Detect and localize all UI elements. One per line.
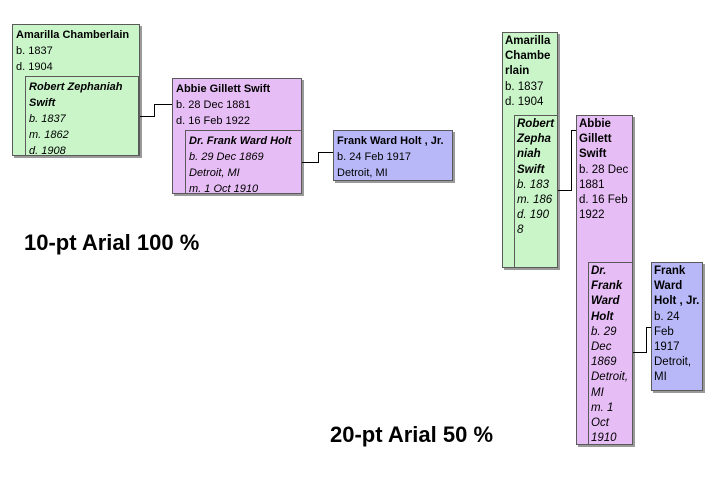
person-box-frank-ward-holt-jr[interactable]: Frank Ward Holt , Jr. b. 24 Feb 1917 Det… <box>333 130 453 181</box>
person-death: d. 1908 <box>29 145 66 156</box>
connector-line <box>154 104 172 105</box>
connector-line <box>571 130 576 131</box>
person-birth: b. 24 Feb 1917 <box>337 151 412 163</box>
person-birth: b. 183 <box>517 178 549 191</box>
connector-line <box>646 327 651 328</box>
person-marriage: m. 186 <box>517 194 553 207</box>
person-death-cont: 8 <box>517 224 524 237</box>
person-death: d. 1904 <box>505 95 544 108</box>
connector-line <box>646 327 647 353</box>
person-box-robert-zephaniah-swift[interactable]: Robert Zephaniah Swift b. 1837 m. 1862 d… <box>25 76 139 156</box>
person-birth: b. 24 Feb 1917 <box>654 310 680 354</box>
connector-line <box>558 190 571 191</box>
person-name: Abbie Gillett Swift <box>579 118 612 161</box>
person-name: Amarilla Chamberlain <box>16 29 130 41</box>
person-name: Abbie Gillett Swift <box>176 83 271 95</box>
person-place: Detroit, MI <box>591 371 629 399</box>
person-name: Frank Ward Holt , Jr. <box>337 135 444 147</box>
connector-line <box>140 116 154 117</box>
caption-wide: 10-pt Arial 100 % <box>24 230 200 255</box>
person-name: Amarilla Chambe rlain <box>505 35 551 78</box>
person-name: Frank Ward Holt , Jr. <box>654 265 700 308</box>
person-birth: b. 28 Dec 1881 <box>176 99 251 111</box>
person-birth: b. 29 Dec 1869 <box>189 151 264 163</box>
person-box-frank-ward-holt[interactable]: Dr. Frank Ward Holt b. 29 Dec 1869 Detro… <box>588 262 633 445</box>
person-birth: b. 1837 <box>505 80 544 93</box>
person-name: Dr. Frank Ward Holt <box>189 135 292 147</box>
person-death: d. 16 Feb 1922 <box>579 194 628 222</box>
connector-line <box>571 130 572 191</box>
person-place: Detroit, MI <box>189 167 240 179</box>
connector-line <box>633 352 646 353</box>
person-death: d. 1904 <box>16 61 53 73</box>
person-place: Detroit, MI <box>654 356 692 384</box>
person-box-frank-ward-holt-jr[interactable]: Frank Ward Holt , Jr. b. 24 Feb 1917 Det… <box>651 262 703 391</box>
person-death: d. 190 <box>517 209 549 222</box>
person-box-frank-ward-holt[interactable]: Dr. Frank Ward Holt b. 29 Dec 1869 Detro… <box>185 130 302 194</box>
connector-line <box>318 152 319 163</box>
caption-narrow: 20-pt Arial 50 % <box>330 422 494 447</box>
connector-line <box>318 152 333 153</box>
person-death: d. 16 Feb 1922 <box>176 115 251 127</box>
connector-line <box>302 162 318 163</box>
person-birth: b. 29 Dec 1869 <box>591 325 617 369</box>
person-marriage: m. 1 Oct 1910 <box>189 183 259 194</box>
person-birth: b. 1837 <box>29 113 66 125</box>
person-birth: b. 28 Dec 1881 <box>579 163 629 191</box>
connector-line <box>154 104 155 117</box>
person-name: Dr. Frank Ward Holt <box>591 265 623 323</box>
person-name: Robert Zephaniah Swift <box>29 81 123 109</box>
person-marriage: m. 1 Oct 1910 <box>591 401 617 445</box>
person-birth: b. 1837 <box>16 45 53 57</box>
person-place: Detroit, MI <box>337 167 388 179</box>
person-name: Robert Zepha niah Swift <box>517 118 555 176</box>
person-marriage: m. 1862 <box>29 129 69 141</box>
person-box-robert-zephaniah-swift[interactable]: Robert Zepha niah Swift b. 183 m. 186 d.… <box>514 115 558 268</box>
